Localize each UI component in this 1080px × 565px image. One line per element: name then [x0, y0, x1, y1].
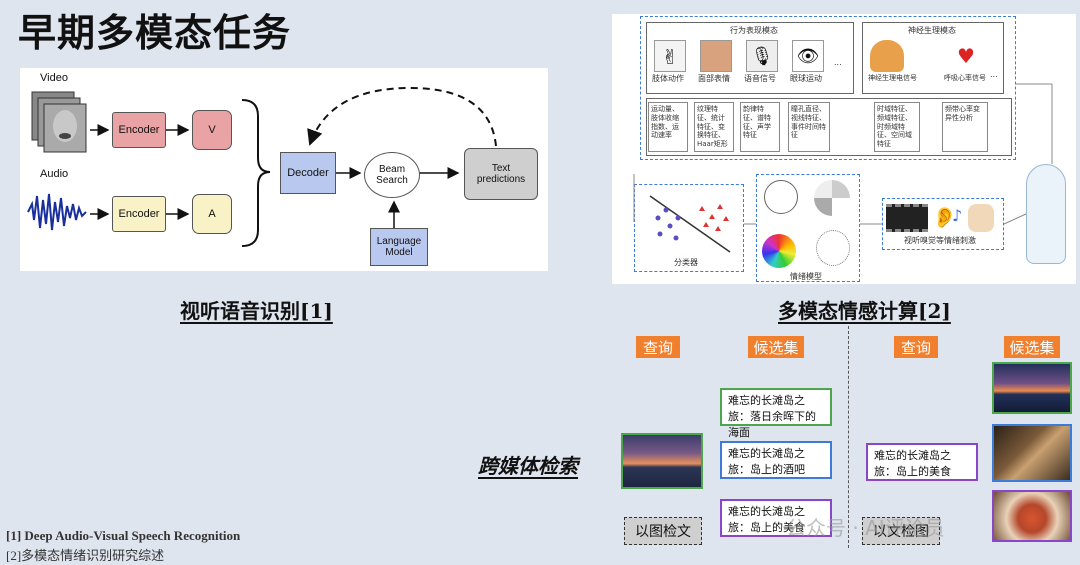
- behavior-title: 行为表现模态: [730, 26, 778, 35]
- right-candidate-label: 候选集: [1004, 336, 1060, 358]
- modality-frame: [640, 16, 1016, 160]
- heart-icon: ♥: [957, 44, 975, 68]
- left-candidate-3: 难忘的长滩岛之旅：岛上的美食: [720, 499, 832, 537]
- body-motion-icon: ✌: [654, 40, 686, 72]
- classifier-frame: [634, 184, 744, 272]
- video-encoder-box: Encoder: [112, 112, 166, 148]
- flow-arrows: [633, 83, 1053, 225]
- audio-label: Audio: [40, 168, 69, 180]
- feature-neuro: 时域特征、频域特征、时频域特征、空间域特征: [874, 102, 920, 152]
- emotion-faces-icon: [816, 230, 850, 266]
- a-box: A: [192, 194, 232, 234]
- left-query-label: 查询: [636, 336, 680, 358]
- emotion-sector-icon: [814, 180, 850, 216]
- text-predictions-scroll: Text predictions: [464, 148, 538, 200]
- modality-neuro: 神经生理电信号: [868, 74, 917, 82]
- language-model-box: Language Model: [370, 228, 428, 266]
- img2text-label: 以图检文: [624, 517, 702, 545]
- classifier-label: 分类器: [674, 258, 698, 267]
- avsr-diagram: Video Audio Encoder Encoder V A Decoder …: [20, 68, 548, 271]
- left-candidate-label: 候选集: [748, 336, 804, 358]
- stimulus-label: 视听嗅觉等情绪刺激: [904, 236, 976, 245]
- text2img-label: 以文检图: [862, 517, 940, 545]
- feature-breath: 频带心率变异性分析: [942, 102, 988, 152]
- affective-computing-diagram: 行为表现模态 ✌ 🎙 👁 肢体动作 面部表情 语音信号 眼球运动 ... 神经生…: [612, 14, 1076, 284]
- decoder-box: Decoder: [280, 152, 336, 194]
- ellipsis-behavior: ...: [834, 58, 842, 67]
- feature-body: 运动量、肢体收缩指数、运动速率: [648, 102, 688, 152]
- nose-icon: [968, 204, 994, 232]
- modality-speech: 语音信号: [744, 74, 776, 83]
- candidate-bar-image: [992, 424, 1072, 482]
- emotion-model-frame: [756, 174, 860, 282]
- avsr-arrows: [26, 86, 497, 247]
- emotion-wheel-icon: [762, 234, 796, 268]
- v-box: V: [192, 110, 232, 150]
- right-query-label: 查询: [894, 336, 938, 358]
- candidate-sunset-image: [992, 362, 1072, 414]
- face-icon: [700, 40, 732, 72]
- footnote-1: [1] Deep Audio-Visual Speech Recognition: [6, 528, 241, 543]
- emotion-chart-icon: [764, 180, 798, 214]
- video-frames-image: [31, 91, 87, 153]
- brain-icon: [870, 40, 904, 72]
- neuro-group: [862, 22, 1004, 94]
- footnote-2: [2]多模态情绪识别研究综述: [6, 548, 165, 563]
- emotion-model-label: 情绪模型: [790, 272, 822, 281]
- slide-title: 早期多模态任务: [18, 11, 292, 55]
- feature-row: [646, 98, 1012, 156]
- feature-eye: 瞳孔直径、视线特征、事件时间特征: [788, 102, 830, 152]
- video-label: Video: [40, 72, 68, 84]
- query-sunset-image: [621, 433, 703, 489]
- stimulus-frame: [882, 198, 1004, 250]
- modality-body: 肢体动作: [652, 74, 684, 83]
- left-candidate-1: 难忘的长滩岛之旅：落日余晖下的海面: [720, 388, 832, 439]
- audio-encoder-box: Encoder: [112, 196, 166, 232]
- modality-eye: 眼球运动: [790, 74, 822, 83]
- feature-speech: 韵律特征、谱特征、声学特征: [740, 102, 780, 152]
- eye-icon: 👁: [792, 40, 824, 72]
- retrieval-divider: [848, 326, 849, 548]
- beam-search-node: Beam Search: [364, 152, 420, 198]
- candidate-food-image: [992, 490, 1072, 542]
- modality-breath: 呼吸心率信号: [944, 74, 986, 82]
- classifier-scatter-icon: [649, 195, 731, 253]
- left-candidate-2: 难忘的长滩岛之旅：岛上的酒吧: [720, 441, 832, 479]
- watermark: 公众号 · AI评论员: [786, 516, 945, 540]
- music-icon: ♪: [952, 206, 963, 225]
- modality-face: 面部表情: [698, 74, 730, 83]
- feature-face: 纹理特征、统计特征、变换特征、Haar矩形: [694, 102, 734, 152]
- speech-icon: 🎙: [746, 40, 778, 72]
- right-query-text: 难忘的长滩岛之旅：岛上的美食: [866, 443, 978, 481]
- human-body-icon: [1026, 164, 1066, 264]
- ellipsis-neuro: ...: [990, 70, 998, 79]
- avsr-caption: 视听语音识别[1]: [180, 299, 333, 323]
- film-icon: [886, 204, 928, 232]
- audio-waveform-image: [26, 191, 88, 233]
- affective-caption: 多模态情感计算[2]: [778, 299, 951, 323]
- retrieval-label: 跨媒体检索: [478, 454, 578, 478]
- behavior-group: [646, 22, 854, 94]
- neuro-title: 神经生理模态: [908, 26, 956, 35]
